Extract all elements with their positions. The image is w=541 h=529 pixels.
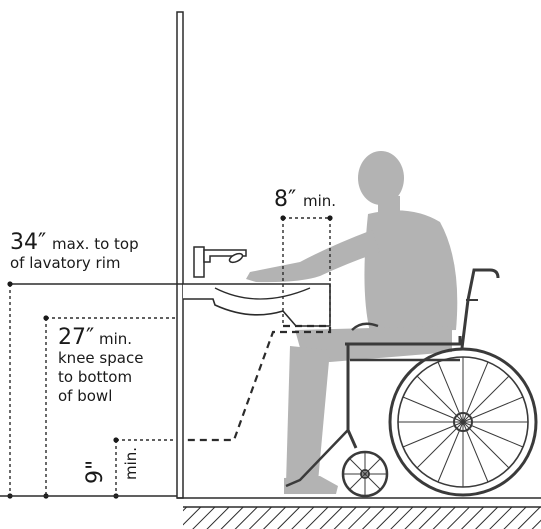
wheelchair bbox=[285, 268, 538, 498]
knee-line3: to bottom bbox=[58, 368, 132, 386]
lavatory bbox=[183, 283, 331, 327]
faucet bbox=[193, 246, 247, 278]
knee-line1: min. bbox=[99, 330, 132, 348]
toe-value: 9" bbox=[83, 460, 108, 484]
toe-note: min. bbox=[122, 447, 140, 480]
knee-line4: of bowl bbox=[58, 387, 112, 405]
rim-note-line2: of lavatory rim bbox=[10, 254, 120, 272]
toe-height-dimension bbox=[113, 437, 176, 499]
wheel-spokes bbox=[398, 357, 528, 487]
reach-dimension bbox=[280, 215, 333, 326]
knee-clearance-outline bbox=[185, 324, 332, 442]
wall bbox=[176, 11, 184, 499]
reach-value: 8″ bbox=[274, 187, 296, 212]
reach-note: min. bbox=[303, 192, 336, 210]
rim-note-line1: max. to top bbox=[52, 235, 139, 253]
rim-value: 34″ bbox=[10, 230, 46, 255]
knee-line2: knee space bbox=[58, 349, 143, 367]
floor bbox=[177, 497, 541, 529]
knee-value: 27″ bbox=[58, 325, 94, 350]
